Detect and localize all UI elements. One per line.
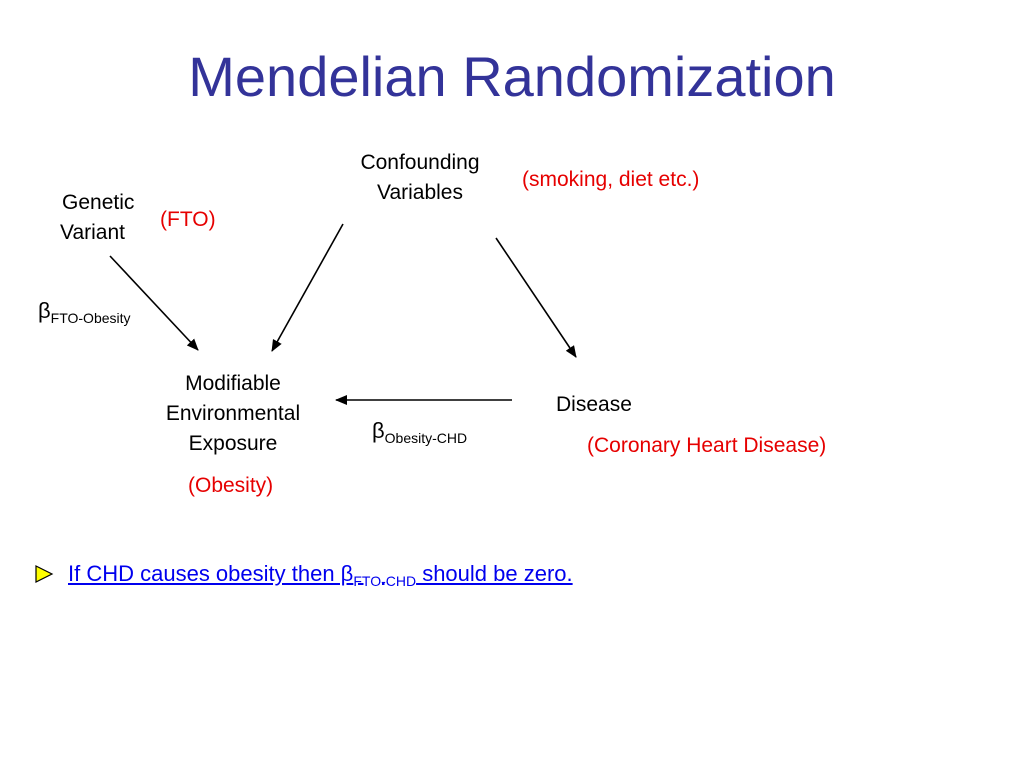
exposure-line2: Environmental bbox=[165, 402, 301, 425]
exposure-line3: Exposure bbox=[188, 432, 278, 455]
slide-title: Mendelian Randomization bbox=[188, 45, 836, 108]
confounders-line2: Variables bbox=[377, 181, 463, 204]
beta-subscript: FTO-Obesity bbox=[50, 310, 131, 326]
exposure-line1: Modifiable bbox=[185, 372, 281, 395]
genetic-variant-note: (FTO) bbox=[160, 208, 216, 231]
disease-node: Disease bbox=[556, 393, 632, 416]
disease-note: (Coronary Heart Disease) bbox=[587, 434, 827, 457]
genetic-variant-node: Genetic Variant bbox=[60, 188, 134, 248]
conclusion-text-after: should be zero. bbox=[416, 561, 573, 586]
exposure-note: (Obesity) bbox=[188, 474, 274, 497]
confounders-line1: Confounding bbox=[360, 151, 480, 174]
beta-obesity-chd-label: βObesity-CHD bbox=[372, 416, 467, 453]
genetic-variant-line1: Genetic bbox=[62, 191, 135, 214]
triangle-bullet-icon bbox=[35, 565, 54, 583]
beta-fto-obesity-label: βFTO-Obesity bbox=[38, 296, 131, 333]
beta-subscript: Obesity-CHD bbox=[384, 430, 468, 446]
beta-symbol: β bbox=[372, 418, 385, 443]
genetic-variant-line2: Variant bbox=[60, 221, 125, 244]
beta-symbol: β bbox=[38, 298, 51, 323]
conclusion-link[interactable]: If CHD causes obesity then βFTO-CHD shou… bbox=[68, 558, 573, 597]
confounders-node: Confounding Variables bbox=[330, 148, 510, 208]
arrow-confounders-to-disease bbox=[495, 237, 577, 358]
arrow-confounders-to-exposure bbox=[271, 223, 344, 352]
exposure-node: Modifiable Environmental Exposure bbox=[140, 369, 326, 459]
conclusion-text-before: If CHD causes obesity then β bbox=[68, 561, 354, 586]
confounders-note: (smoking, diet etc.) bbox=[522, 168, 700, 191]
conclusion-subscript: FTO-CHD bbox=[353, 573, 417, 589]
arrow-variant-to-exposure bbox=[109, 255, 199, 351]
